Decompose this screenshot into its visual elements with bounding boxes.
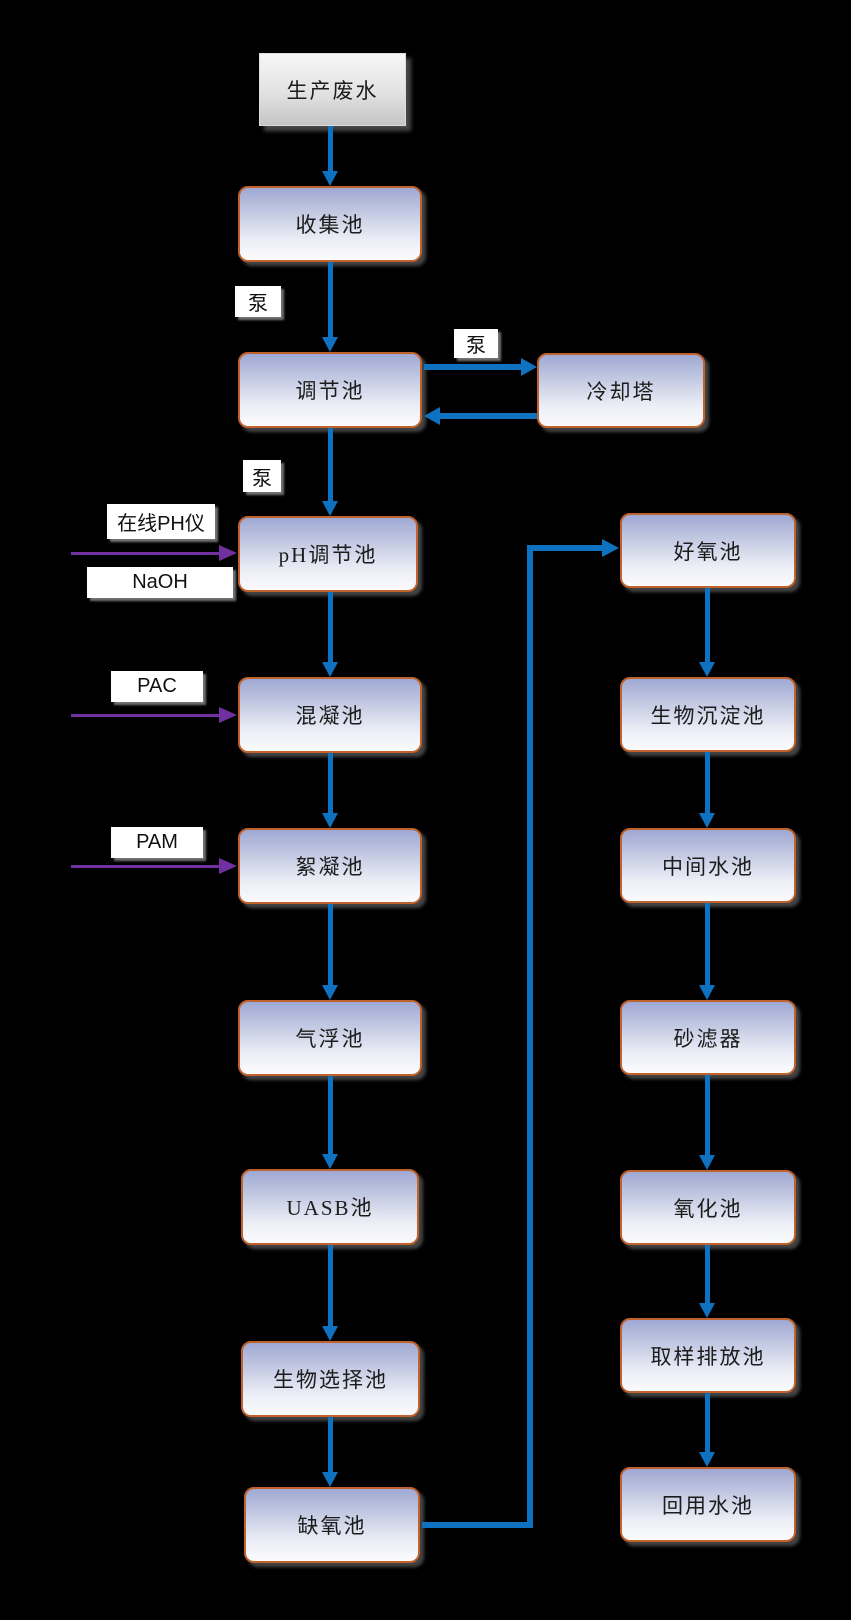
node-label: 缺氧池 bbox=[297, 1514, 367, 1538]
flow-arrow-down-icon bbox=[322, 262, 338, 352]
flow-arrow-down-icon bbox=[322, 428, 338, 516]
node-label: 中间水池 bbox=[662, 854, 754, 879]
node-label: 砂滤器 bbox=[673, 1026, 743, 1051]
node-flocculation-pool: 絮凝池 bbox=[238, 828, 422, 904]
node-bio-selection-pool: 生物选择池 bbox=[241, 1341, 420, 1417]
pump-label: 泵 bbox=[454, 329, 498, 358]
pump-label: 泵 bbox=[235, 286, 281, 317]
recycle-arrowhead-icon bbox=[602, 539, 619, 557]
node-label: 好氧池 bbox=[673, 539, 743, 564]
recycle-line-horizontal bbox=[527, 545, 604, 551]
dosing-arrow-pam-icon bbox=[71, 858, 237, 874]
node-label: 混凝池 bbox=[295, 704, 365, 728]
flow-arrow-down-icon bbox=[322, 1076, 338, 1169]
naoh-label: NaOH bbox=[87, 567, 233, 598]
dosing-label-text: 在线PH仪 bbox=[117, 513, 205, 535]
node-uasb-pool: UASB池 bbox=[241, 1169, 419, 1245]
pac-label: PAC bbox=[111, 671, 203, 702]
node-label: 收集池 bbox=[295, 213, 365, 237]
node-label: 调节池 bbox=[295, 379, 365, 403]
node-label: 絮凝池 bbox=[295, 855, 365, 879]
recycle-line-horizontal bbox=[422, 1522, 533, 1528]
node-label: 生物选择池 bbox=[273, 1368, 388, 1392]
pump-label-text: 泵 bbox=[248, 293, 268, 315]
dosing-arrow-pac-icon bbox=[71, 707, 237, 723]
flow-arrow-right-icon bbox=[424, 358, 537, 376]
dosing-arrow-naoh-icon bbox=[71, 545, 237, 561]
node-coagulation-pool: 混凝池 bbox=[238, 677, 422, 753]
node-aerobic-pool: 好氧池 bbox=[620, 513, 796, 588]
pump-label: 泵 bbox=[243, 460, 281, 492]
node-collection-pool: 收集池 bbox=[238, 186, 422, 262]
flow-arrow-down-icon bbox=[699, 752, 715, 828]
flow-arrow-down-icon bbox=[699, 1393, 715, 1467]
node-reuse-water-pool: 回用水池 bbox=[620, 1467, 796, 1542]
node-cooling-tower: 冷却塔 bbox=[537, 353, 705, 428]
flow-arrow-left-icon bbox=[424, 407, 537, 425]
node-label: 氧化池 bbox=[673, 1196, 743, 1221]
flow-arrow-down-icon bbox=[322, 1245, 338, 1341]
flow-arrow-down-icon bbox=[322, 753, 338, 828]
node-label: 生物沉淀池 bbox=[650, 703, 766, 728]
pam-label: PAM bbox=[111, 827, 203, 858]
flow-arrow-down-icon bbox=[322, 126, 338, 186]
flow-arrow-down-icon bbox=[322, 1417, 338, 1487]
pump-label-text: 泵 bbox=[252, 467, 272, 490]
flow-arrow-down-icon bbox=[699, 1245, 715, 1318]
node-label: 回用水池 bbox=[662, 1493, 754, 1518]
node-sampling-discharge-pool: 取样排放池 bbox=[620, 1318, 796, 1393]
recycle-line-vertical bbox=[527, 545, 533, 1528]
node-air-flotation-pool: 气浮池 bbox=[238, 1000, 422, 1076]
node-production-wastewater: 生产废水 bbox=[259, 53, 406, 126]
node-bio-sedimentation-pool: 生物沉淀池 bbox=[620, 677, 796, 752]
dosing-label-text: NaOH bbox=[132, 571, 188, 593]
node-regulation-pool: 调节池 bbox=[238, 352, 422, 428]
node-ph-adjust-pool: pH调节池 bbox=[238, 516, 418, 592]
node-label: 取样排放池 bbox=[650, 1344, 766, 1369]
flow-arrow-down-icon bbox=[322, 904, 338, 1000]
flow-arrow-down-icon bbox=[699, 903, 715, 1000]
dosing-label-text: PAM bbox=[136, 831, 178, 853]
node-intermediate-pool: 中间水池 bbox=[620, 828, 796, 903]
flow-arrow-down-icon bbox=[699, 588, 715, 677]
flow-arrow-down-icon bbox=[322, 592, 338, 677]
pump-label-text: 泵 bbox=[466, 335, 486, 357]
dosing-label-text: PAC bbox=[137, 675, 177, 697]
online-ph-meter-label: 在线PH仪 bbox=[107, 504, 215, 539]
node-label: UASB池 bbox=[286, 1196, 374, 1220]
node-anoxic-pool: 缺氧池 bbox=[244, 1487, 420, 1563]
node-label: 生产废水 bbox=[286, 78, 379, 103]
node-label: pH调节池 bbox=[278, 543, 378, 567]
node-label: 气浮池 bbox=[295, 1027, 365, 1051]
node-label: 冷却塔 bbox=[586, 379, 656, 404]
node-oxidation-pool: 氧化池 bbox=[620, 1170, 796, 1245]
flow-arrow-down-icon bbox=[699, 1075, 715, 1170]
node-sand-filter: 砂滤器 bbox=[620, 1000, 796, 1075]
